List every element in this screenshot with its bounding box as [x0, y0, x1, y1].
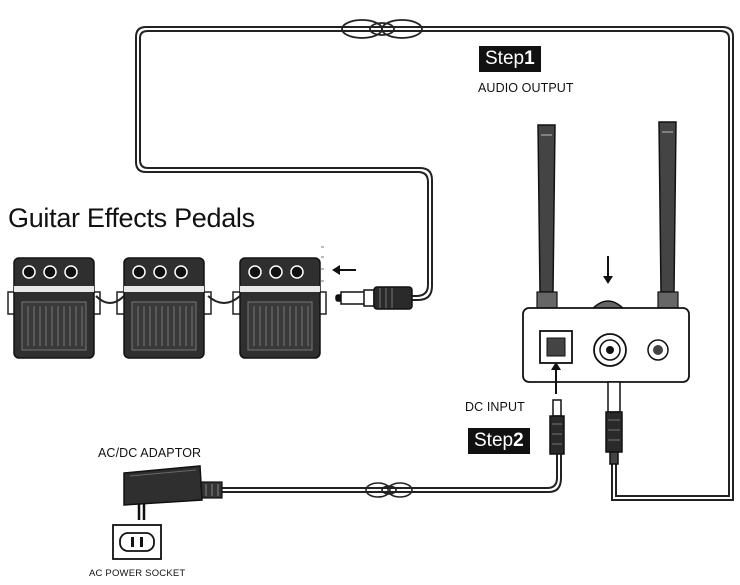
step-2-badge: Step2: [468, 428, 530, 454]
audio-cable: [135, 26, 734, 501]
pedal-3: [232, 257, 327, 359]
arrow-up-icon: [551, 362, 561, 394]
ac-dc-adaptor: [123, 465, 223, 520]
dc-cable: [222, 454, 562, 493]
pedal-1: [7, 257, 101, 359]
pedal-2: [116, 257, 212, 359]
cable-coil-icon: [341, 19, 423, 39]
input-jack-marks: [321, 246, 324, 282]
audio-output-plug: [605, 381, 623, 465]
adaptor-label: AC/DC ADAPTOR: [98, 446, 202, 460]
step-1-badge: Step1: [479, 46, 541, 72]
dc-input-label: DC INPUT: [465, 400, 525, 414]
arrow-left-icon: [332, 265, 356, 275]
audio-output-label: AUDIO OUTPUT: [478, 81, 574, 95]
diagram-heading: Guitar Effects Pedals: [8, 203, 255, 233]
dc-cable-coil-icon: [365, 482, 413, 498]
socket-label: AC POWER SOCKET: [89, 568, 186, 579]
dc-plug: [549, 399, 565, 455]
arrow-down-icon: [603, 256, 613, 284]
jack-plug-icon: [335, 286, 413, 310]
wireless-receiver: [522, 121, 690, 383]
ac-power-socket: [112, 524, 162, 560]
patch-cables: [95, 295, 241, 304]
